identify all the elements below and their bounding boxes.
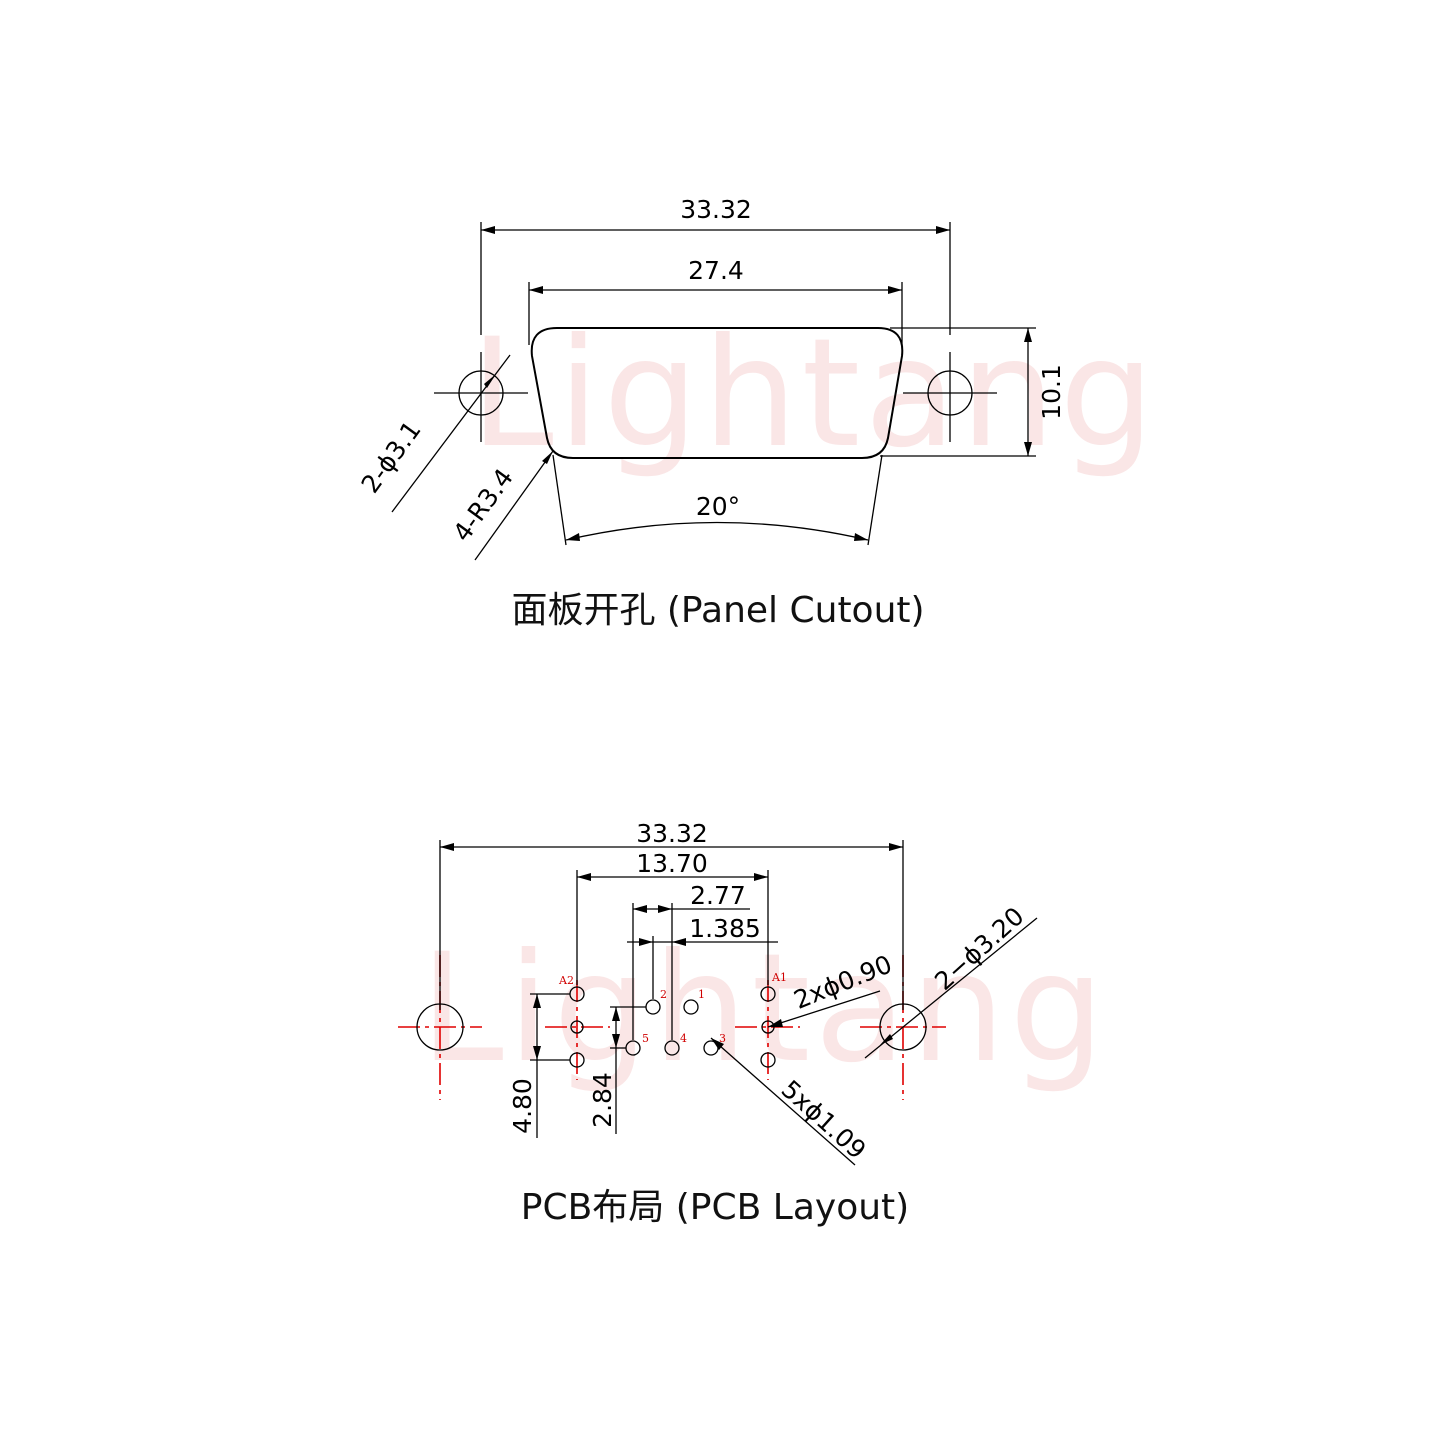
- pcb-caption: PCB布局 (PCB Layout): [521, 1187, 909, 1228]
- dim-cutout-width: 27.4: [688, 256, 744, 285]
- pin-label-5: 5: [642, 1032, 649, 1045]
- panel-caption: 面板开孔 (Panel Cutout): [511, 590, 924, 631]
- pin-label-a1: A1: [771, 971, 787, 984]
- pin-4-hole: [664, 1040, 680, 1056]
- watermark-bottom: Lightang: [420, 922, 1109, 1096]
- dim-height: 10.1: [1037, 364, 1066, 420]
- a1-hole-top: [760, 986, 776, 1002]
- pin-label-2: 2: [660, 988, 667, 1001]
- pcb-dim-row-pins: 2.84: [588, 1072, 617, 1128]
- dim-angle: 20°: [696, 492, 740, 521]
- pin-label-3: 3: [719, 1032, 726, 1045]
- a1-hole-bottom: [760, 1052, 776, 1068]
- pin-label-a2: A2: [558, 974, 574, 987]
- pcb-dim-a-spacing: 13.70: [636, 849, 708, 878]
- pcb-dim-overall-width: 33.32: [636, 819, 708, 848]
- dim-overall-width: 33.32: [680, 195, 752, 224]
- pin-1-hole: [683, 999, 699, 1015]
- a2-contact-hole: [570, 1020, 584, 1034]
- pcb-dim-row-a: 4.80: [508, 1078, 537, 1134]
- pcb-leader-mount-holes: [864, 917, 1038, 1059]
- watermark-top: Lightang: [470, 307, 1159, 481]
- pcb-leader-pin-holes: [710, 1037, 856, 1166]
- pin-label-4: 4: [680, 1032, 687, 1045]
- pcb-leader-a-holes: [767, 990, 881, 1028]
- pcb-dim-half-pitch: 1.385: [689, 914, 761, 943]
- pin-label-1: 1: [698, 988, 705, 1001]
- dim-arc-angle: [565, 521, 869, 541]
- d-sub-cutout-outline: [530, 327, 904, 459]
- dim-holes: 2-ϕ3.1: [356, 416, 427, 499]
- pcb-dim-pin-pitch: 2.77: [690, 881, 746, 910]
- leader-radius: [474, 450, 554, 561]
